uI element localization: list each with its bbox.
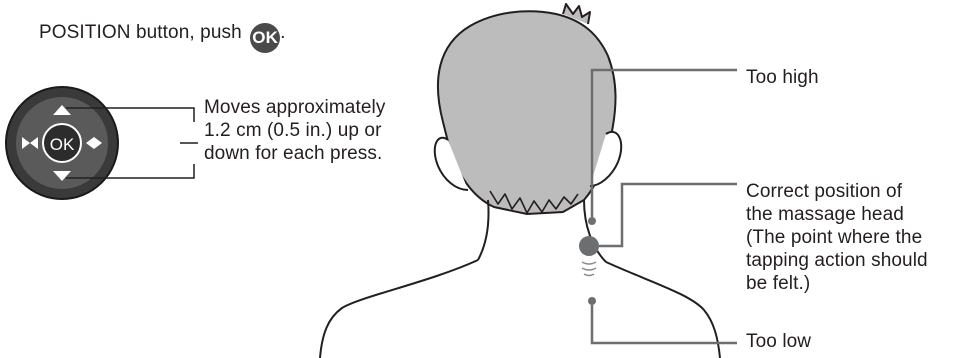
dial-note-line: down for each press. [204, 142, 385, 165]
too-low-label: Too low [746, 330, 811, 353]
correct-position-dot [579, 236, 599, 256]
too-low-dot [588, 297, 596, 305]
neck-left [478, 200, 489, 260]
instruction-label: POSITION button, push [39, 22, 242, 43]
ok-button-label: OK [50, 135, 75, 154]
dial-note-line: 1.2 cm (0.5 in.) up or [204, 119, 385, 142]
correct-position-leader [599, 184, 737, 246]
correct-line: be felt.) [746, 272, 928, 295]
too-high-dot [588, 217, 596, 225]
shoulder-left [320, 260, 478, 358]
correct-position-label: Correct position of the massage head (Th… [746, 180, 928, 295]
correct-line: Correct position of [746, 180, 928, 203]
tap-waves [582, 262, 596, 276]
dial-note: Moves approximately 1.2 cm (0.5 in.) up … [204, 96, 385, 165]
instruction-text: POSITION button, push OK. [39, 21, 286, 53]
too-high-label: Too high [746, 66, 819, 89]
dial-note-line: Moves approximately [204, 96, 385, 119]
control-dial[interactable]: OK [6, 87, 118, 199]
too-low-leader [592, 305, 737, 343]
instruction-period: . [280, 22, 285, 43]
correct-line: tapping action should [746, 249, 928, 272]
ok-badge-icon: OK [250, 23, 280, 53]
correct-line: (The point where the [746, 226, 928, 249]
correct-line: the massage head [746, 203, 928, 226]
